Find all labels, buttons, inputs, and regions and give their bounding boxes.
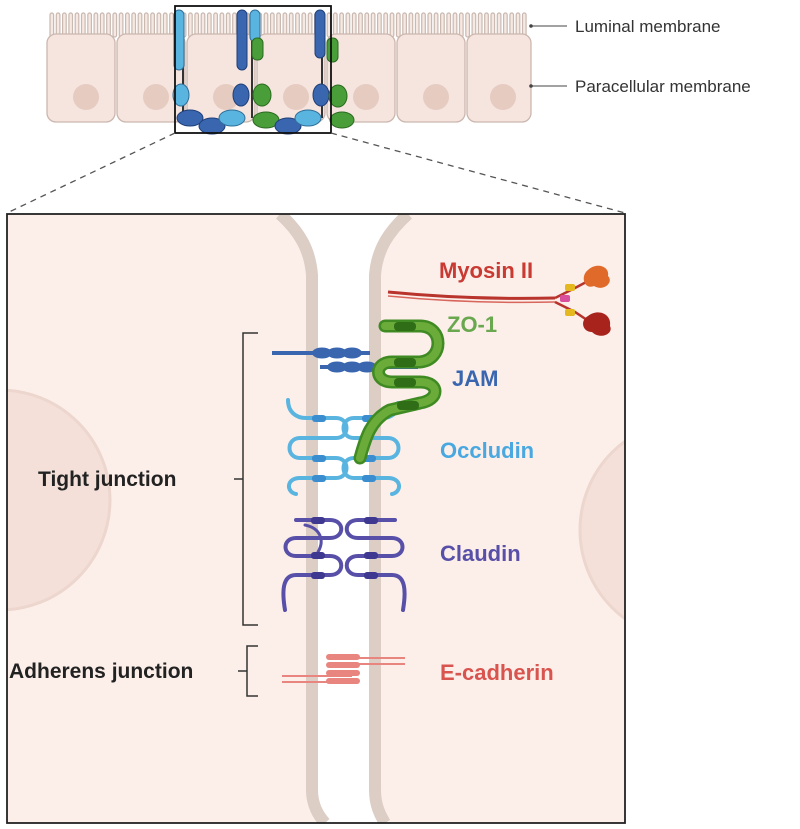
paracellular-membrane-label: Paracellular membrane [575, 77, 751, 96]
mini-junction-proteins [172, 9, 355, 135]
left-cell-membrane [275, 214, 330, 823]
right-nucleus [578, 439, 625, 621]
zoomed-panel-border [6, 213, 626, 824]
right-cell-membrane [369, 214, 413, 823]
microvillus [188, 12, 193, 38]
top-labels: Luminal membrane Paracellular membrane [529, 17, 751, 96]
adherens-junction-label: Adherens junction [9, 660, 193, 683]
cell-nuclei [73, 84, 516, 110]
myosin-ii-protein [387, 265, 611, 336]
myosin-ii-label: Myosin II [439, 258, 533, 283]
zoomed-panel [7, 214, 625, 823]
left-nucleus [7, 388, 112, 612]
cells [46, 33, 532, 123]
e-cadherin-label: E-cadherin [440, 660, 554, 685]
occludin-label: Occludin [440, 438, 534, 463]
microvillus [389, 12, 395, 38]
claudin-label: Claudin [440, 541, 521, 566]
microvillus [118, 12, 124, 38]
microvillus [112, 12, 118, 38]
junction-brackets [234, 332, 258, 697]
zo1-protein [353, 319, 445, 465]
jam-label: JAM [452, 366, 498, 391]
epithelial-cell-row [46, 5, 532, 135]
claudin-proteins [281, 518, 407, 612]
microvillus [465, 12, 470, 38]
microvillus [49, 12, 55, 38]
zo1-label: ZO-1 [447, 312, 497, 337]
zoom-box [174, 5, 332, 134]
tight-junction-label: Tight junction [38, 468, 176, 491]
luminal-membrane-label: Luminal membrane [575, 17, 721, 36]
microvillus [458, 12, 464, 38]
claudin-segments [311, 517, 378, 579]
microvillus [395, 12, 401, 38]
microvillus [106, 12, 111, 38]
zoom-lines [6, 132, 626, 214]
e-cadherin-proteins [282, 654, 405, 684]
